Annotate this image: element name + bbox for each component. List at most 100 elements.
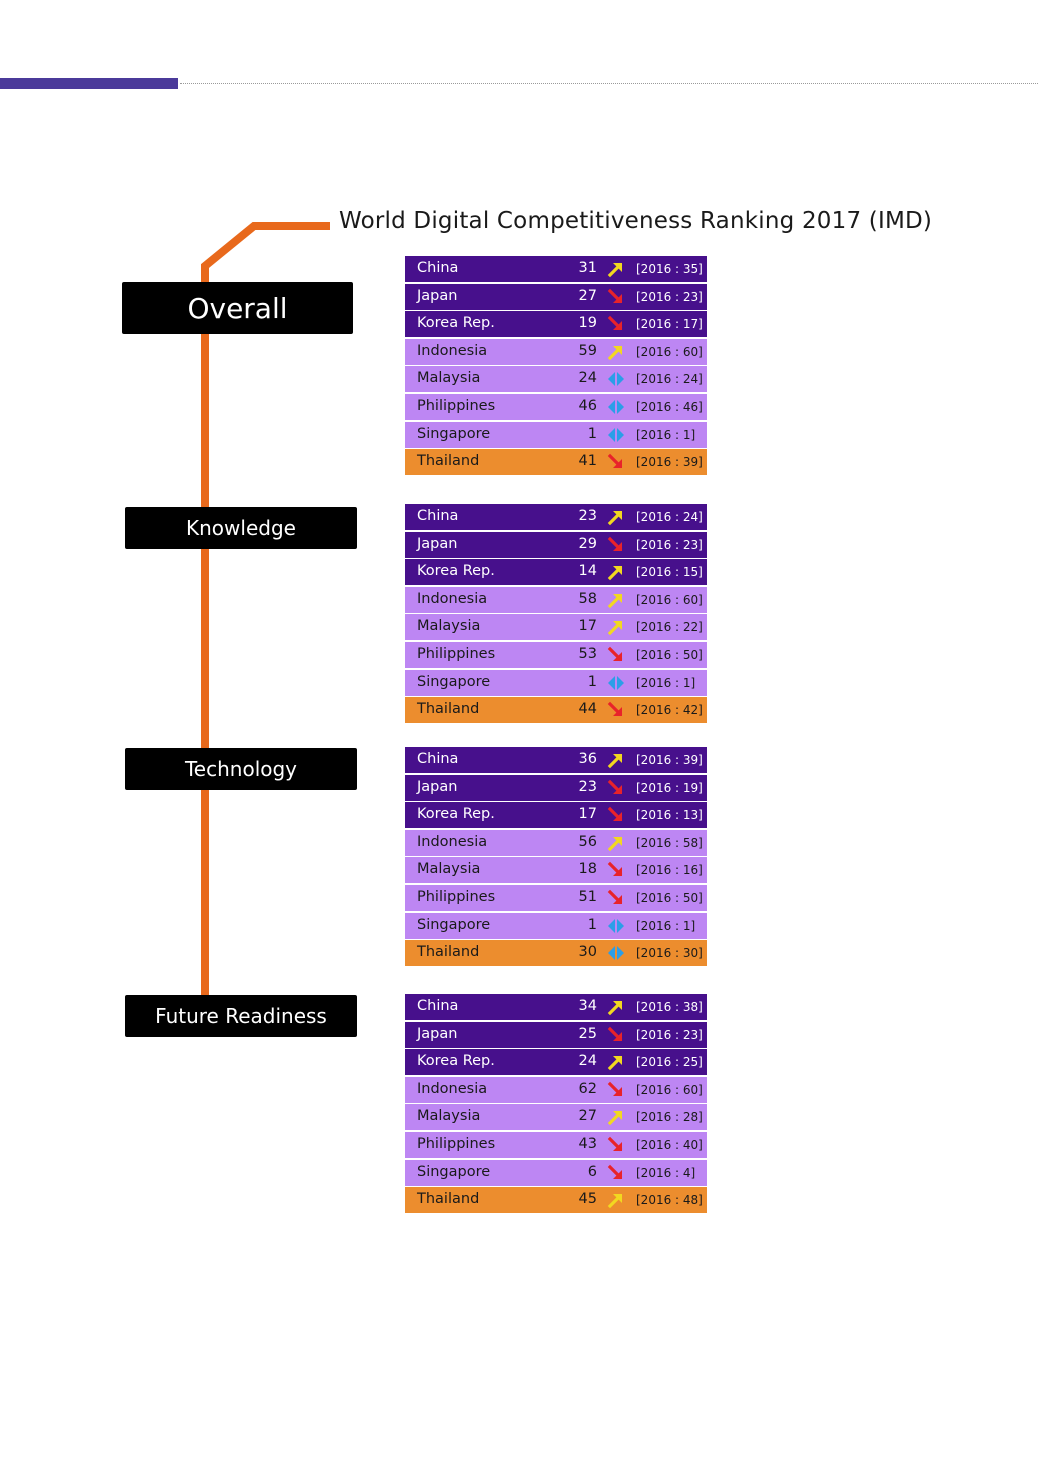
previous-rank: [2016 : 39] <box>636 455 703 470</box>
country-name: China <box>417 998 459 1014</box>
table-row: Malaysia 24 [2016 : 24] <box>405 366 707 393</box>
previous-rank: [2016 : 25] <box>636 1055 703 1070</box>
rank-value: 23 <box>578 508 597 524</box>
previous-rank: [2016 : 30] <box>636 946 703 961</box>
previous-rank: [2016 : 4] <box>636 1165 696 1180</box>
arrow-down-right-icon <box>606 1080 626 1100</box>
rank-value: 56 <box>578 833 597 850</box>
country-name: Korea Rep. <box>417 315 495 332</box>
table-row: China 36 [2016 : 39] <box>405 747 707 773</box>
rank-value: 17 <box>578 618 597 635</box>
rank-value: 43 <box>578 1135 597 1152</box>
previous-rank: [2016 : 19] <box>636 780 703 795</box>
arrow-up-right-icon <box>606 342 626 362</box>
country-name: Malaysia <box>417 370 481 387</box>
previous-rank: [2016 : 42] <box>636 703 703 718</box>
table-row: Korea Rep.24[2016 : 25] <box>405 1049 707 1076</box>
country-name: China <box>417 751 459 767</box>
country-name: Japan <box>417 287 458 304</box>
country-name: Singapore <box>417 673 491 690</box>
connector-line <box>201 222 330 997</box>
arrow-up-right-icon <box>606 1190 626 1210</box>
country-name: Japan <box>417 535 458 552</box>
arrow-down-right-icon <box>606 1163 626 1183</box>
previous-rank: [2016 : 1] <box>636 675 696 690</box>
previous-rank: [2016 : 60] <box>636 1082 703 1097</box>
arrow-down-right-icon <box>606 888 626 908</box>
rank-value: 1 <box>587 673 597 690</box>
table-row: Korea Rep.17[2016 : 13] <box>405 802 707 829</box>
rank-value: 45 <box>578 1191 597 1208</box>
country-name: China <box>417 260 459 276</box>
rank-value: 36 <box>578 751 597 767</box>
previous-rank: [2016 : 50] <box>636 890 703 905</box>
rank-value: 25 <box>578 1025 597 1042</box>
category-label-technology: Technology <box>125 748 357 790</box>
previous-rank: [2016 : 23] <box>636 537 703 552</box>
category-label-future-readiness: Future Readiness <box>125 995 357 1037</box>
previous-rank: [2016 : 39] <box>636 753 703 767</box>
country-name: Korea Rep. <box>417 806 495 823</box>
arrow-up-right-icon <box>606 507 626 527</box>
rank-value: 19 <box>578 315 597 332</box>
arrow-down-right-icon <box>606 1135 626 1155</box>
rank-value: 6 <box>587 1163 597 1180</box>
previous-rank: [2016 : 24] <box>636 372 703 387</box>
previous-rank: [2016 : 13] <box>636 808 703 823</box>
no-change-diamond-icon <box>606 916 626 936</box>
no-change-diamond-icon <box>606 425 626 445</box>
previous-rank: [2016 : 28] <box>636 1110 703 1125</box>
country-name: Thailand <box>417 453 480 470</box>
rank-value: 44 <box>578 701 597 718</box>
rank-value: 14 <box>578 563 597 580</box>
country-name: Malaysia <box>417 861 481 878</box>
table-row: Singapore 1 [2016 : 1] <box>405 669 707 696</box>
rank-value: 23 <box>578 778 597 795</box>
category-label-knowledge: Knowledge <box>125 507 357 549</box>
rank-value: 31 <box>578 260 597 276</box>
rank-value: 41 <box>578 453 597 470</box>
country-name: Malaysia <box>417 618 481 635</box>
rank-value: 58 <box>578 590 597 607</box>
previous-rank: [2016 : 24] <box>636 510 703 524</box>
arrow-up-right-icon <box>606 590 626 610</box>
arrow-down-right-icon <box>606 805 626 825</box>
arrow-up-right-icon <box>606 997 626 1017</box>
no-change-diamond-icon <box>606 369 626 389</box>
table-row: Japan 29 [2016 : 23] <box>405 531 707 558</box>
page-title: World Digital Competitiveness Ranking 20… <box>339 208 933 234</box>
country-name: Singapore <box>417 916 491 933</box>
country-name: Philippines <box>417 397 496 414</box>
country-name: Philippines <box>417 1135 496 1152</box>
previous-rank: [2016 : 23] <box>636 289 703 304</box>
table-row: Korea Rep. 19 [2016 : 17] <box>405 311 707 338</box>
rank-value: 27 <box>578 1108 597 1125</box>
rank-value: 29 <box>578 535 597 552</box>
arrow-down-right-icon <box>606 778 626 798</box>
rank-value: 51 <box>578 888 597 905</box>
previous-rank: [2016 : 17] <box>636 317 703 332</box>
rank-value: 62 <box>578 1080 597 1097</box>
rank-value: 53 <box>578 645 597 662</box>
rank-value: 1 <box>587 916 597 933</box>
country-name: Singapore <box>417 425 491 442</box>
arrow-up-right-icon <box>606 562 626 582</box>
previous-rank: [2016 : 38] <box>636 1000 703 1014</box>
rank-value: 24 <box>578 370 597 387</box>
